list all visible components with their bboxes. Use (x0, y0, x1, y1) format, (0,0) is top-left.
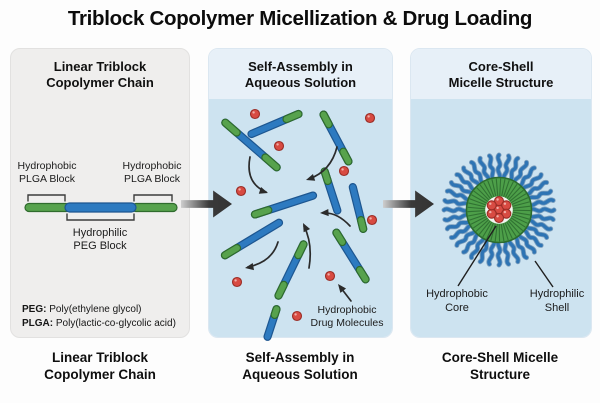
plga-block-right-label: Hydrophobic PLGA Block (122, 160, 182, 185)
diagram-title: Triblock Copolymer Micellization & Drug … (67, 7, 533, 30)
panel-self-assembly-header-bg (209, 49, 392, 99)
drug-molecules-label: Hydrophobic Drug Molecules (310, 304, 384, 329)
caption-core-shell: Core-Shell Micelle Structure (441, 350, 559, 382)
legend-peg-line: PEG: Poly(ethylene glycol) (22, 304, 142, 315)
hydrophilic-shell-label: Hydrophilic Shell (529, 288, 585, 314)
peg-block-label: Hydrophilic PEG Block (72, 227, 128, 252)
plga-block-left-label: Hydrophobic PLGA Block (17, 160, 77, 185)
legend-plga-line: PLGA: Poly(lactic-co-glycolic acid) (22, 317, 176, 329)
panel-linear-chain (10, 48, 190, 338)
hydrophobic-core-label: Hydrophobic Core (426, 288, 488, 314)
panel-header-self-assembly: Self-Assembly in Aqueous Solution (244, 59, 357, 90)
caption-self-assembly: Self-Assembly in Aqueous Solution (242, 350, 358, 382)
panel-header-core-shell: Core-Shell Micelle Structure (448, 59, 554, 90)
aqueous-solution-bg (209, 99, 392, 337)
abbreviation-legend: PEG: Poly(ethylene glycol) PLGA: Poly(la… (22, 303, 176, 330)
caption-linear-chain: Linear Triblock Copolymer Chain (44, 350, 156, 382)
panel-header-linear-chain: Linear Triblock Copolymer Chain (46, 59, 154, 90)
panel-self-assembly (208, 48, 393, 338)
panel-core-shell-header-bg (411, 49, 591, 99)
